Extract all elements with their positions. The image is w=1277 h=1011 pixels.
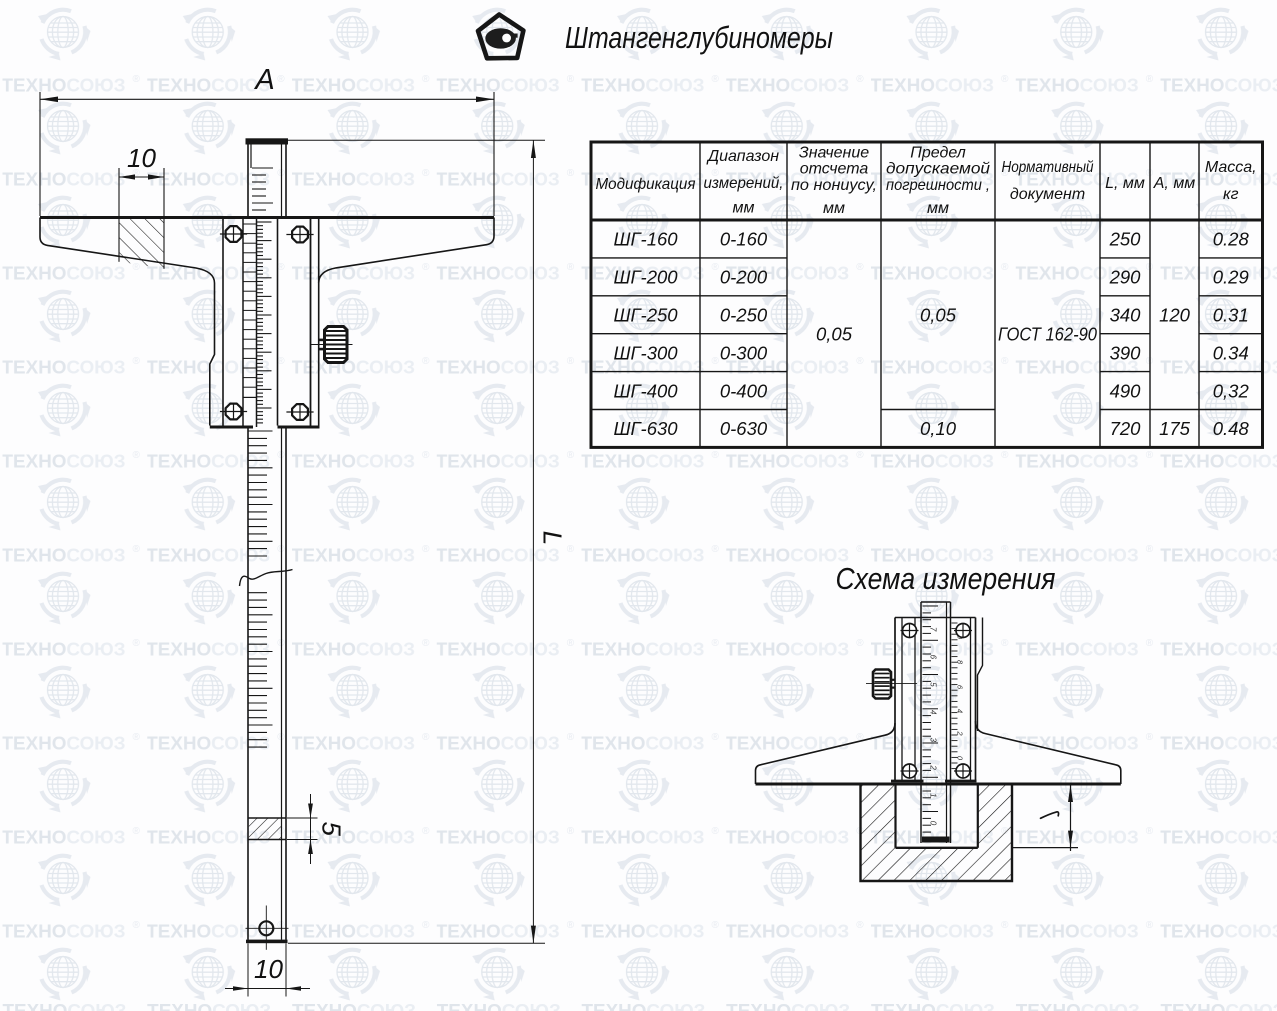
svg-text:допускаемой: допускаемой: [886, 161, 990, 178]
svg-text:ТЕХНОСОЮЗ: ТЕХНОСОЮЗ: [871, 1000, 995, 1011]
svg-text:Диапазон: Диапазон: [706, 148, 779, 165]
svg-text:0-630: 0-630: [720, 418, 768, 439]
svg-text:ШГ-400: ШГ-400: [613, 380, 678, 401]
svg-text:0.31: 0.31: [1213, 304, 1249, 325]
svg-text:Модификация: Модификация: [596, 176, 696, 193]
svg-text:1: 1: [929, 793, 938, 797]
svg-text:7: 7: [929, 627, 938, 632]
svg-text:мм: мм: [733, 200, 755, 217]
svg-text:отсчета: отсчета: [800, 161, 869, 178]
svg-text:0.48: 0.48: [1213, 418, 1250, 439]
svg-text:0-400: 0-400: [720, 380, 768, 401]
svg-text:мм: мм: [823, 200, 845, 217]
svg-text:8: 8: [956, 660, 965, 665]
svg-text:0.29: 0.29: [1213, 267, 1249, 288]
svg-text:ТЕХНОСОЮЗ: ТЕХНОСОЮЗ: [3, 1000, 127, 1011]
svg-text:ШГ-250: ШГ-250: [613, 304, 678, 325]
svg-text:0-160: 0-160: [720, 229, 768, 250]
svg-text:120: 120: [1159, 304, 1191, 325]
svg-text:Предел: Предел: [910, 145, 965, 162]
svg-text:ТЕХНОСОЮЗ: ТЕХНОСОЮЗ: [582, 1000, 706, 1011]
svg-text:А, мм: А, мм: [1153, 175, 1196, 192]
svg-text:4: 4: [929, 710, 938, 715]
svg-text:490: 490: [1110, 380, 1142, 401]
svg-text:0,05: 0,05: [920, 304, 957, 325]
svg-text:0.34: 0.34: [1213, 342, 1249, 363]
svg-text:Значение: Значение: [799, 145, 869, 162]
svg-text:измерений,: измерений,: [704, 175, 784, 192]
svg-text:10: 10: [127, 143, 156, 173]
svg-text:мм: мм: [927, 200, 949, 217]
svg-text:кг: кг: [1223, 186, 1239, 203]
svg-text:290: 290: [1109, 267, 1142, 288]
svg-text:5: 5: [929, 682, 938, 687]
svg-text:5: 5: [317, 821, 347, 836]
svg-text:L, мм: L, мм: [1105, 175, 1145, 192]
svg-text:2: 2: [956, 730, 965, 736]
svg-text:0-300: 0-300: [720, 342, 768, 363]
svg-text:390: 390: [1110, 342, 1142, 363]
svg-text:документ: документ: [1010, 186, 1085, 203]
svg-text:ТЕХНОСОЮЗ: ТЕХНОСОЮЗ: [1016, 1000, 1140, 1011]
svg-text:погрешности ,: погрешности ,: [886, 177, 990, 194]
svg-text:175: 175: [1159, 418, 1191, 439]
svg-text:ШГ-160: ШГ-160: [613, 229, 678, 250]
svg-text:Масса,: Масса,: [1205, 159, 1257, 176]
svg-text:0-200: 0-200: [720, 267, 768, 288]
svg-text:Штангенглубиномеры: Штангенглубиномеры: [565, 20, 833, 55]
svg-text:2: 2: [929, 764, 938, 770]
svg-text:ШГ-300: ШГ-300: [613, 342, 678, 363]
svg-text:6: 6: [929, 655, 938, 660]
svg-text:ТЕХНОСОЮЗ: ТЕХНОСОЮЗ: [292, 1000, 416, 1011]
svg-text:A: A: [253, 64, 274, 96]
svg-text:ШГ-630: ШГ-630: [613, 418, 678, 439]
svg-text:ТЕХНОСОЮЗ: ТЕХНОСОЮЗ: [1161, 1000, 1277, 1011]
svg-text:0,05: 0,05: [816, 323, 853, 344]
svg-text:0: 0: [929, 821, 938, 826]
svg-text:по нониусу,: по нониусу,: [791, 177, 877, 194]
svg-text:4: 4: [956, 709, 965, 713]
svg-text:0: 0: [956, 756, 965, 761]
svg-text:ШГ-200: ШГ-200: [613, 267, 678, 288]
svg-text:720: 720: [1110, 418, 1142, 439]
svg-text:L: L: [538, 531, 568, 545]
svg-text:Нормативный: Нормативный: [1002, 159, 1094, 176]
svg-text:0-250: 0-250: [720, 304, 768, 325]
svg-text:10: 10: [254, 954, 283, 984]
svg-text:0.28: 0.28: [1213, 229, 1250, 250]
svg-text:ТЕХНОСОЮЗ: ТЕХНОСОЮЗ: [437, 1000, 561, 1011]
svg-text:0,10: 0,10: [920, 418, 957, 439]
svg-text:3: 3: [929, 738, 938, 743]
svg-text:6: 6: [956, 685, 965, 690]
svg-text:250: 250: [1109, 229, 1142, 250]
svg-text:340: 340: [1110, 304, 1142, 325]
svg-text:ТЕХНОСОЮЗ: ТЕХНОСОЮЗ: [147, 1000, 271, 1011]
svg-text:ТЕХНОСОЮЗ: ТЕХНОСОЮЗ: [726, 1000, 850, 1011]
svg-text:0,32: 0,32: [1213, 380, 1250, 401]
svg-text:ГОСТ 162-90: ГОСТ 162-90: [998, 323, 1098, 344]
svg-text:Схема измерения: Схема измерения: [836, 561, 1056, 596]
